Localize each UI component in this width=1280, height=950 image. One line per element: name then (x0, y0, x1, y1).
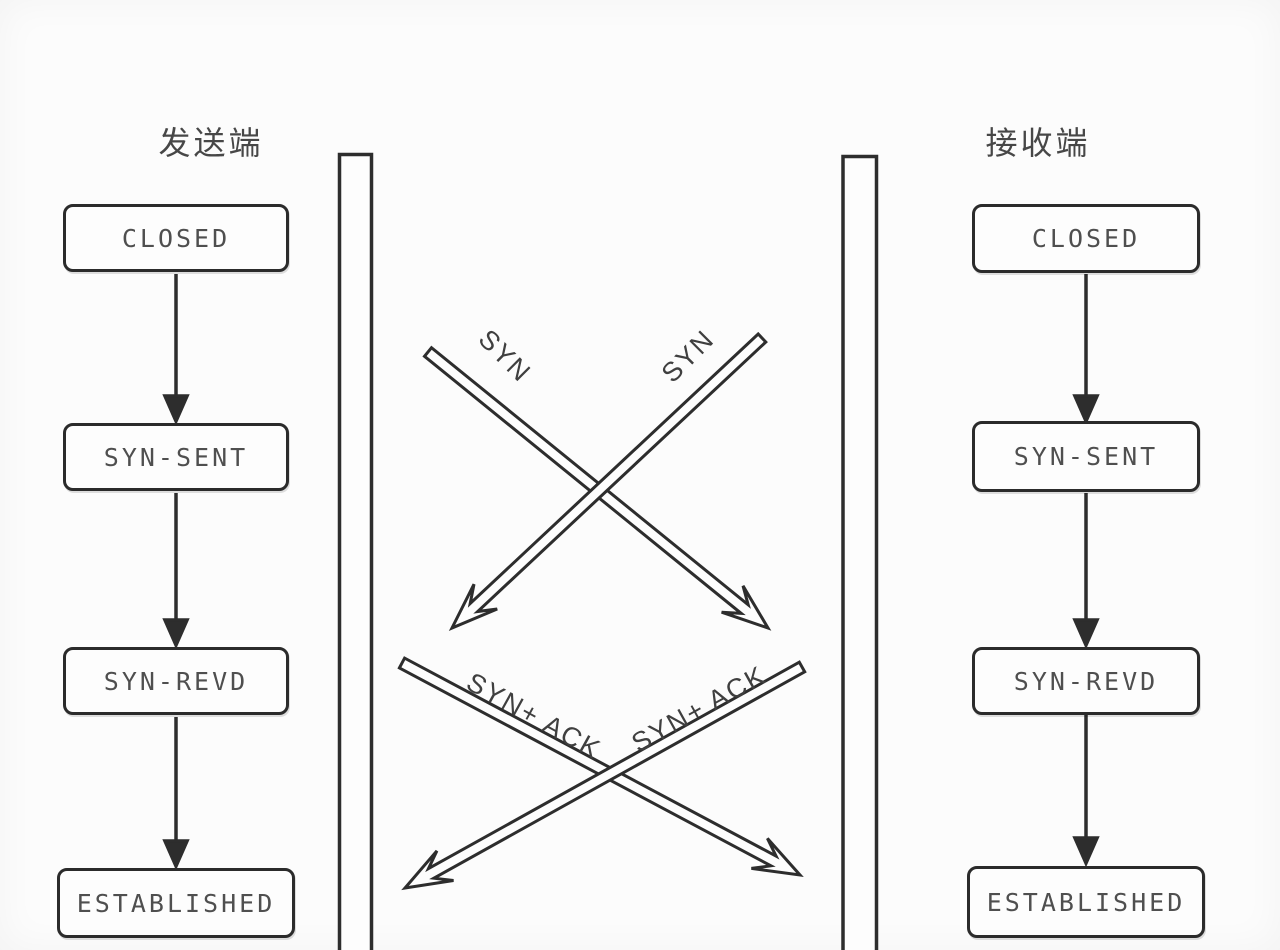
receiver-state-syn-revd: SYN-REVD (972, 647, 1200, 715)
arrowhead-icon (162, 618, 190, 650)
receiver-state-closed: CLOSED (972, 204, 1200, 273)
sender-state-syn-revd: SYN-REVD (63, 647, 289, 715)
arrowhead-icon (162, 839, 190, 871)
synack-label-right: SYN+ ACK (627, 660, 772, 758)
synack-message-arrows (397, 656, 807, 891)
synack-label-left: SYN+ ACK (462, 667, 607, 765)
timeline-bar-receiver (841, 154, 879, 950)
sender-state-established: ESTABLISHED (57, 868, 295, 938)
arrowhead-icon (1072, 394, 1100, 426)
arrowhead-icon (1072, 836, 1100, 868)
receiver-state-established: ESTABLISHED (967, 866, 1205, 938)
syn-label-left: SYN (473, 324, 538, 389)
sender-state-syn-sent: SYN-SENT (63, 423, 289, 491)
syn-arrow-receiver-to-sender (448, 331, 768, 631)
arrowhead-icon (162, 394, 190, 426)
receiver-title: 接收端 (985, 125, 1091, 161)
receiver-state-arrows (1072, 274, 1100, 868)
syn-message-arrows (422, 331, 772, 631)
synack-arrow-sender-to-receiver (397, 656, 804, 878)
arrowhead-icon (1072, 618, 1100, 650)
sender-state-closed: CLOSED (63, 204, 289, 272)
timeline-bar-sender (337, 152, 374, 950)
synack-arrow-receiver-to-sender (401, 660, 807, 891)
sender-state-arrows (162, 274, 190, 871)
receiver-state-syn-sent: SYN-SENT (972, 421, 1200, 492)
sender-title: 发送端 (158, 125, 264, 161)
